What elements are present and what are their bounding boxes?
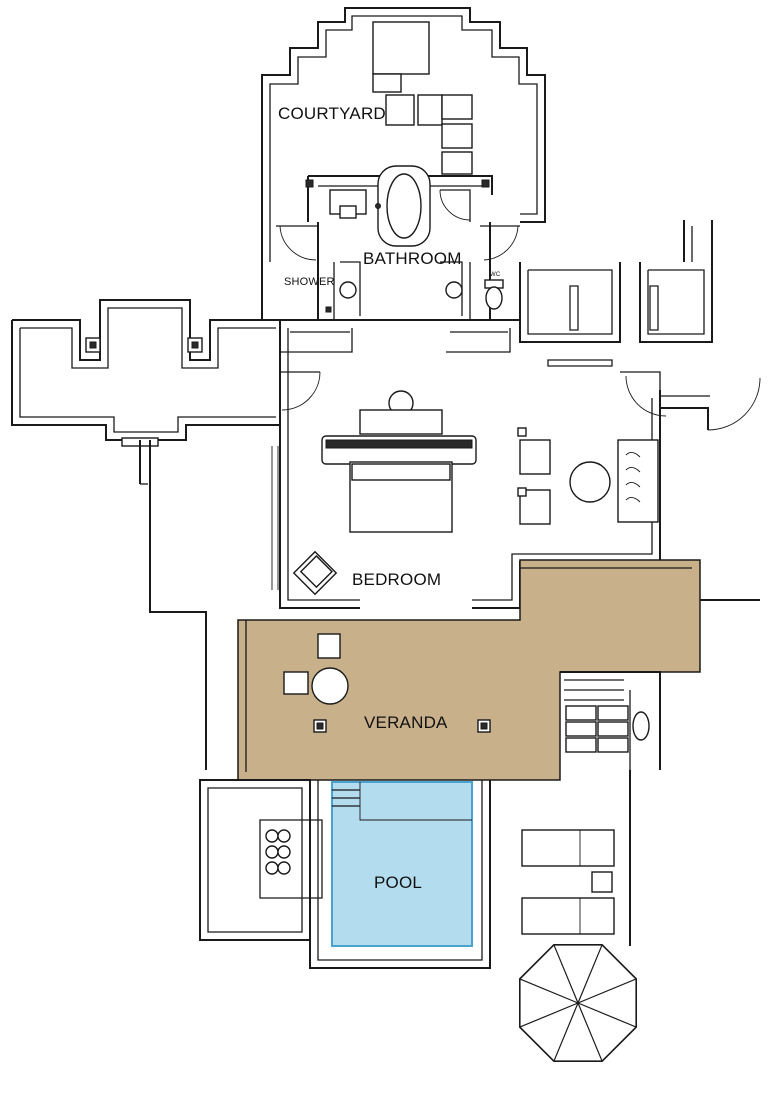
pool-water <box>331 781 473 947</box>
closet-wing <box>519 220 713 343</box>
toilet-icon <box>484 279 504 310</box>
parasol-icon <box>518 943 638 1063</box>
left-wing <box>11 299 280 770</box>
bedroom-label: BEDROOM <box>352 570 441 589</box>
veranda-floor <box>237 559 701 781</box>
wc-label: WC <box>490 272 501 278</box>
bed-icon <box>321 390 477 533</box>
bathroom-label: BATHROOM <box>363 249 462 268</box>
veranda-label: VERANDA <box>364 713 448 732</box>
veranda-deck: VERANDA <box>237 559 701 781</box>
bathroom-area: BATHROOM <box>276 165 520 320</box>
courtyard-label: COURTYARD <box>278 104 386 123</box>
pool-area: POOL <box>309 780 491 969</box>
pool-label: POOL <box>374 873 422 892</box>
shower-label: SHOWER <box>284 276 335 288</box>
east-deck <box>521 599 760 946</box>
west-lower-block <box>199 779 323 941</box>
shower-wc-area: SHOWER WC <box>261 261 521 321</box>
bedroom-area: BEDROOM <box>271 320 761 609</box>
bathtub-icon <box>375 165 431 247</box>
courtyard-area: COURTYARD <box>261 7 546 270</box>
